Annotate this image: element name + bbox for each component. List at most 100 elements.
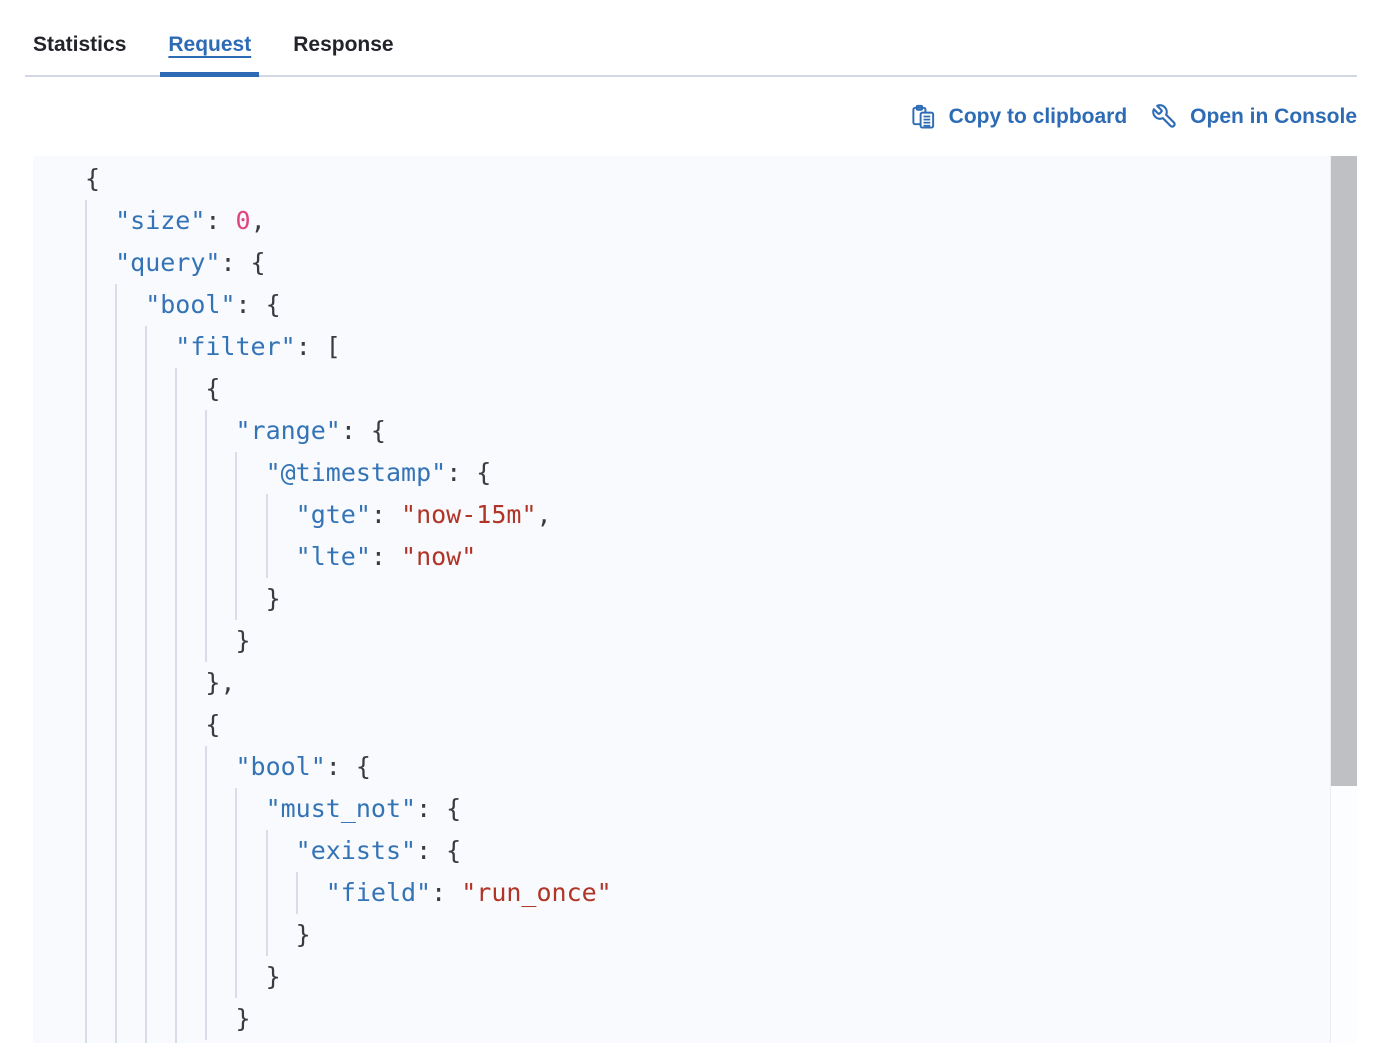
wrench-icon	[1151, 103, 1178, 130]
code-line: {	[85, 368, 1297, 410]
copy-clipboard-icon	[910, 103, 937, 130]
code-line: "bool": {	[85, 746, 1297, 788]
indent-guide	[145, 452, 175, 494]
code-line: "gte": "now-15m",	[85, 494, 1297, 536]
indent-guide	[85, 368, 115, 410]
indent-guide	[145, 662, 175, 704]
indent-guide	[145, 956, 175, 998]
indent-guide	[85, 788, 115, 830]
code-line: }	[85, 956, 1297, 998]
indent-guide	[205, 536, 235, 578]
indent-guide	[175, 956, 205, 998]
indent-guide	[205, 494, 235, 536]
indent-guide	[85, 452, 115, 494]
indent-guide	[145, 830, 175, 872]
indent-guide	[85, 284, 115, 326]
code-line: "lte": "now"	[85, 536, 1297, 578]
indent-guide	[115, 662, 145, 704]
indent-guide	[205, 998, 235, 1040]
indent-guide	[235, 914, 265, 956]
indent-guide	[235, 956, 265, 998]
code-lines: {"size": 0,"query": {"bool": {"filter": …	[33, 156, 1357, 1043]
indent-guide	[85, 704, 115, 746]
indent-guide	[145, 872, 175, 914]
indent-guide	[85, 872, 115, 914]
code-line: }	[85, 578, 1297, 620]
indent-guide	[85, 830, 115, 872]
code-line: {	[85, 704, 1297, 746]
tab-request[interactable]: Request	[160, 24, 260, 77]
indent-guide	[85, 410, 115, 452]
indent-guide	[85, 242, 115, 284]
indent-guide	[205, 578, 235, 620]
indent-guide	[85, 494, 115, 536]
copy-to-clipboard-label: Copy to clipboard	[948, 104, 1128, 128]
open-in-console-button[interactable]: Open in Console	[1151, 103, 1357, 130]
indent-guide	[175, 788, 205, 830]
indent-guide	[115, 368, 145, 410]
indent-guide	[145, 494, 175, 536]
indent-guide	[145, 578, 175, 620]
code-line: }	[85, 914, 1297, 956]
indent-guide	[175, 746, 205, 788]
indent-guide	[175, 494, 205, 536]
indent-guide	[205, 956, 235, 998]
indent-guide	[85, 746, 115, 788]
indent-guide	[115, 1040, 145, 1043]
indent-guide	[85, 956, 115, 998]
indent-guide	[115, 956, 145, 998]
indent-guide	[175, 914, 205, 956]
indent-guide	[175, 662, 205, 704]
indent-guide	[175, 578, 205, 620]
indent-guide	[235, 830, 265, 872]
indent-guide	[145, 620, 175, 662]
tab-response[interactable]: Response	[285, 24, 401, 75]
indent-guide	[175, 704, 205, 746]
indent-guide	[205, 830, 235, 872]
indent-guide	[115, 788, 145, 830]
indent-guide	[145, 788, 175, 830]
indent-guide	[115, 494, 145, 536]
code-line: "size": 0,	[85, 200, 1297, 242]
code-line: "exists": {	[85, 830, 1297, 872]
indent-guide	[235, 872, 265, 914]
indent-guide	[145, 914, 175, 956]
indent-guide	[175, 830, 205, 872]
indent-guide	[265, 914, 296, 956]
indent-guide	[265, 830, 296, 872]
indent-guide	[85, 914, 115, 956]
code-line: "must_not": {	[85, 788, 1297, 830]
indent-guide	[235, 536, 265, 578]
indent-guide	[145, 368, 175, 410]
indent-guide	[115, 536, 145, 578]
indent-guide	[145, 326, 175, 368]
indent-guide	[85, 578, 115, 620]
code-line: "field": "run_once"	[85, 872, 1297, 914]
scrollbar-thumb[interactable]	[1331, 156, 1357, 786]
indent-guide	[175, 872, 205, 914]
indent-guide	[145, 410, 175, 452]
indent-guide	[115, 452, 145, 494]
indent-guide	[205, 620, 235, 662]
indent-guide	[85, 326, 115, 368]
code-line: "@timestamp": {	[85, 452, 1297, 494]
indent-guide	[205, 746, 235, 788]
tab-statistics[interactable]: Statistics	[25, 24, 134, 75]
scrollbar-track[interactable]	[1330, 156, 1357, 1043]
code-line: }	[85, 620, 1297, 662]
code-line: {	[85, 164, 101, 193]
indent-guide	[115, 704, 145, 746]
request-code-block[interactable]: {"size": 0,"query": {"bool": {"filter": …	[33, 156, 1357, 1043]
indent-guide	[85, 1040, 115, 1043]
code-line: "bool": {	[85, 284, 1297, 326]
indent-guide	[115, 326, 145, 368]
indent-guide	[175, 536, 205, 578]
indent-guide	[115, 578, 145, 620]
indent-guide	[205, 914, 235, 956]
indent-guide	[205, 788, 235, 830]
indent-guide	[235, 452, 265, 494]
indent-guide	[85, 620, 115, 662]
indent-guide	[85, 200, 115, 242]
copy-to-clipboard-button[interactable]: Copy to clipboard	[910, 103, 1128, 130]
indent-guide	[295, 872, 326, 914]
